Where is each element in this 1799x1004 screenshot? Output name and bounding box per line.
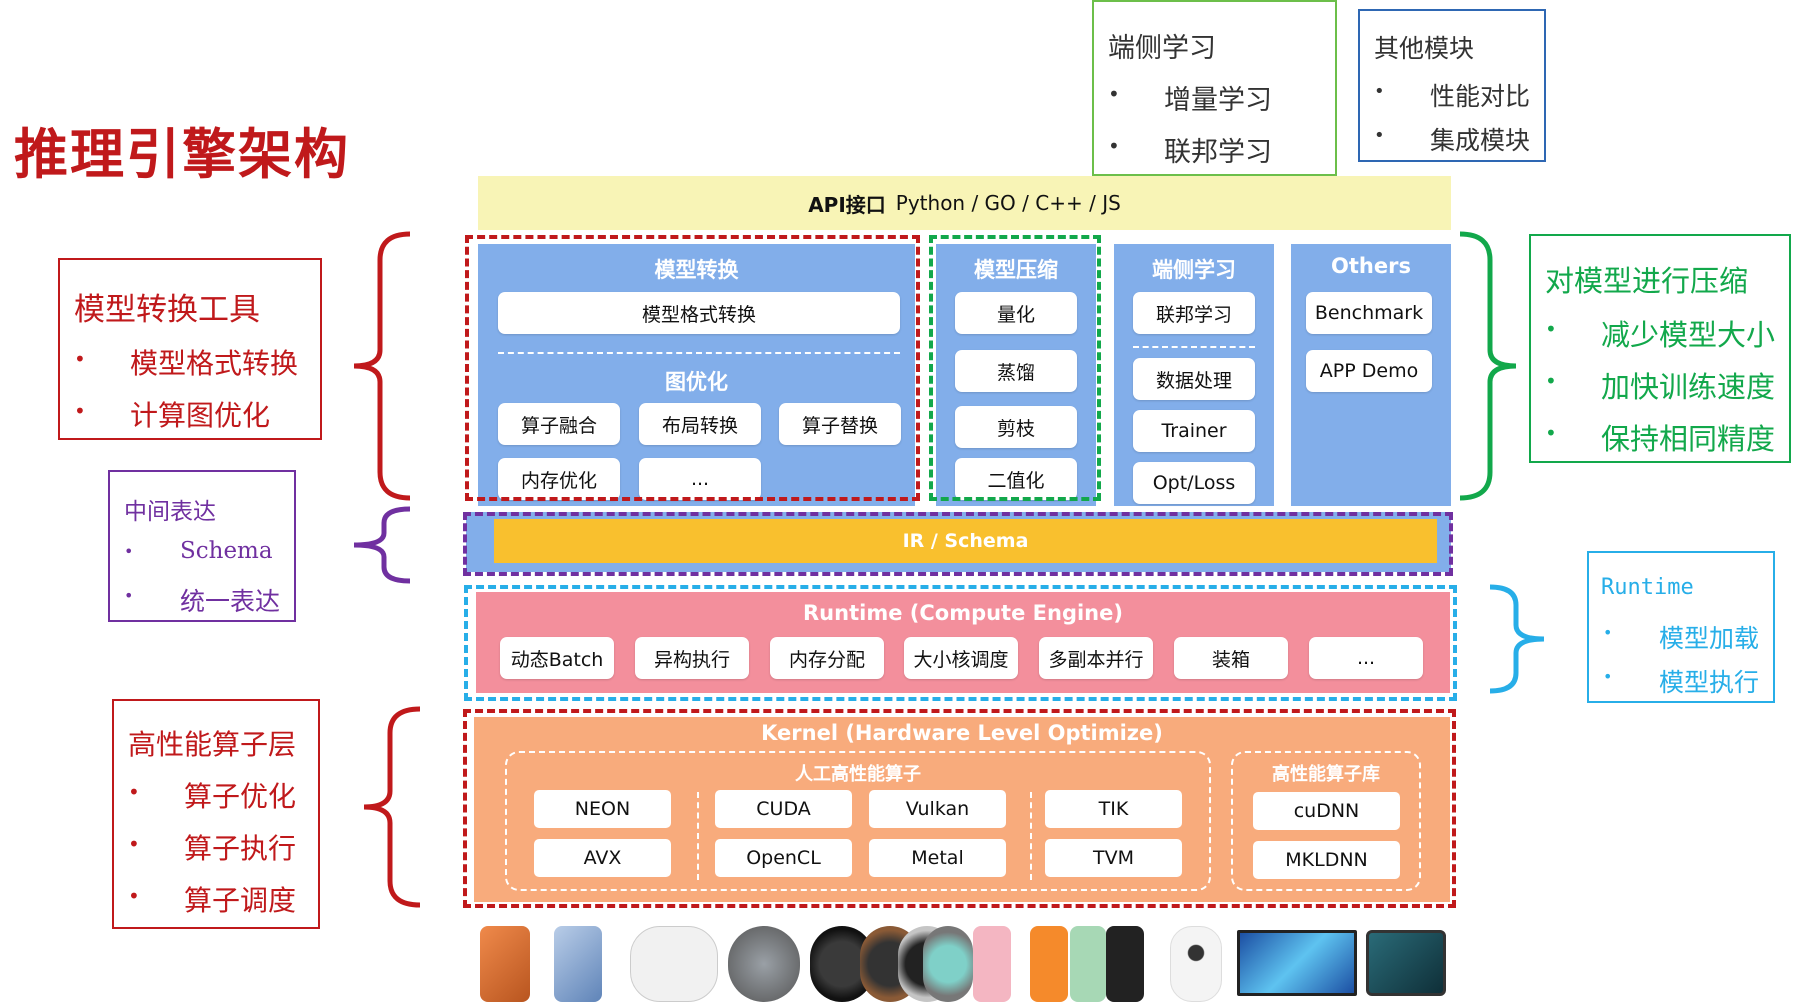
multi-replica-chip: 多副本并行 xyxy=(1039,637,1153,679)
federated-learning-chip: 联邦学习 xyxy=(1133,292,1255,334)
compress-box: 对模型进行压缩 •减少模型大小 •加快训练速度 •保持相同精度 xyxy=(1529,234,1791,463)
runtime-highlight xyxy=(464,585,1457,701)
ir-highlight xyxy=(463,512,1453,576)
layout-convert-chip: 布局转换 xyxy=(639,403,761,445)
tik-chip: TIK xyxy=(1045,790,1182,828)
manual-ops-title: 人工高性能算子 xyxy=(795,764,921,785)
metal-chip: Metal xyxy=(869,839,1006,877)
page-title: 推理引擎架构 xyxy=(14,123,350,186)
runtime-title: Runtime (Compute Engine) xyxy=(803,601,1123,625)
compress-brace xyxy=(1459,231,1517,501)
graph-optimize-title: 图优化 xyxy=(665,370,728,394)
convert-tool-title: 模型转换工具 xyxy=(74,292,260,328)
kernel-op-box: 高性能算子层 •算子优化 •算子执行 •算子调度 xyxy=(112,699,320,929)
kernel-title: Kernel (Hardware Level Optimize) xyxy=(761,721,1163,745)
camera-icon xyxy=(1170,926,1222,1002)
data-processing-chip: 数据处理 xyxy=(1133,358,1255,400)
compress-box-title: 对模型进行压缩 xyxy=(1545,264,1749,298)
device-learning-box: 端侧学习 •增量学习 •联邦学习 xyxy=(1092,0,1337,176)
tvm-chip: TVM xyxy=(1045,839,1182,877)
neon-chip: NEON xyxy=(534,790,671,828)
ir-brace xyxy=(353,506,411,584)
kernel-op-title: 高性能算子层 xyxy=(128,728,297,761)
kernel-brace xyxy=(363,706,421,908)
runtime-box: Runtime •模型加载 •模型执行 xyxy=(1587,551,1775,703)
ir-bar: IR / Schema xyxy=(494,519,1437,563)
memory-alloc-chip: 内存分配 xyxy=(770,637,884,679)
more-chip: ... xyxy=(639,458,761,500)
band-black-icon xyxy=(1106,926,1144,1002)
memory-optimize-chip: 内存优化 xyxy=(498,458,620,500)
op-replace-chip: 算子替换 xyxy=(779,403,901,445)
model-format-convert-chip: 模型格式转换 xyxy=(498,292,900,334)
manual-ops-group xyxy=(505,751,1211,891)
runtime-brace xyxy=(1489,584,1545,694)
model-compress-highlight xyxy=(929,235,1101,501)
api-bar: API接口 Python / GO / C++ / JS xyxy=(478,176,1451,230)
boxing-chip: 装箱 xyxy=(1174,637,1288,679)
band-orange-icon xyxy=(1030,926,1068,1002)
trainer-chip: Trainer xyxy=(1133,410,1255,452)
op-library-group xyxy=(1231,751,1421,891)
tv-icon xyxy=(1237,930,1357,996)
api-languages: Python / GO / C++ / JS xyxy=(895,191,1121,215)
divider xyxy=(697,792,699,880)
divider xyxy=(1133,346,1255,348)
device-learning-box-title: 端侧学习 xyxy=(1108,33,1216,64)
hetero-exec-chip: 异构执行 xyxy=(635,637,749,679)
opencl-chip: OpenCL xyxy=(715,839,852,877)
api-label: API接口 xyxy=(808,192,886,217)
dynamic-batch-chip: 动态Batch xyxy=(500,637,614,679)
vulkan-chip: Vulkan xyxy=(869,790,1006,828)
other-modules-box-title: 其他模块 xyxy=(1374,34,1475,63)
others-title: Others xyxy=(1331,254,1411,278)
op-library-title: 高性能算子库 xyxy=(1272,764,1380,785)
earbuds-gray-icon xyxy=(728,926,800,1002)
phone-blue-icon xyxy=(554,926,602,1002)
device-learning-title: 端侧学习 xyxy=(1152,258,1236,282)
app-demo-chip: APP Demo xyxy=(1306,350,1432,392)
kernel-highlight xyxy=(463,709,1456,908)
runtime-box-title: Runtime xyxy=(1601,575,1694,600)
big-little-core-chip: 大小核调度 xyxy=(904,637,1018,679)
phone-orange-icon xyxy=(480,926,530,1002)
divider xyxy=(498,352,900,354)
cuda-chip: CUDA xyxy=(715,790,852,828)
cudnn-chip: cuDNN xyxy=(1253,792,1400,830)
model-compress-title: 模型压缩 xyxy=(974,258,1058,282)
binarize-chip: 二值化 xyxy=(955,458,1077,500)
ir-box-title: 中间表达 xyxy=(124,499,216,525)
divider xyxy=(1030,792,1032,880)
ir-box: 中间表达 •Schema •统一表达 xyxy=(108,470,296,622)
tablet-icon xyxy=(1366,930,1446,996)
convert-tool-box: 模型转换工具 •模型格式转换 •计算图优化 xyxy=(58,258,322,440)
prune-chip: 剪枝 xyxy=(955,406,1077,448)
distill-chip: 蒸馏 xyxy=(955,350,1077,392)
op-fusion-chip: 算子融合 xyxy=(498,403,620,445)
watch-gray-icon xyxy=(923,926,973,1002)
band-green-icon xyxy=(1070,926,1106,1002)
more-chip: ... xyxy=(1309,637,1423,679)
model-convert-highlight xyxy=(465,235,920,501)
model-convert-title: 模型转换 xyxy=(654,258,739,282)
opt-loss-chip: Opt/Loss xyxy=(1133,462,1255,504)
quantize-chip: 量化 xyxy=(955,292,1077,334)
earbuds-white-icon xyxy=(630,926,718,1002)
avx-chip: AVX xyxy=(534,839,671,877)
mkldnn-chip: MKLDNN xyxy=(1253,841,1400,879)
other-modules-box: 其他模块 •性能对比 •集成模块 xyxy=(1358,9,1546,162)
convert-brace xyxy=(353,231,411,501)
benchmark-chip: Benchmark xyxy=(1306,292,1432,334)
band-pink-icon xyxy=(973,926,1011,1002)
